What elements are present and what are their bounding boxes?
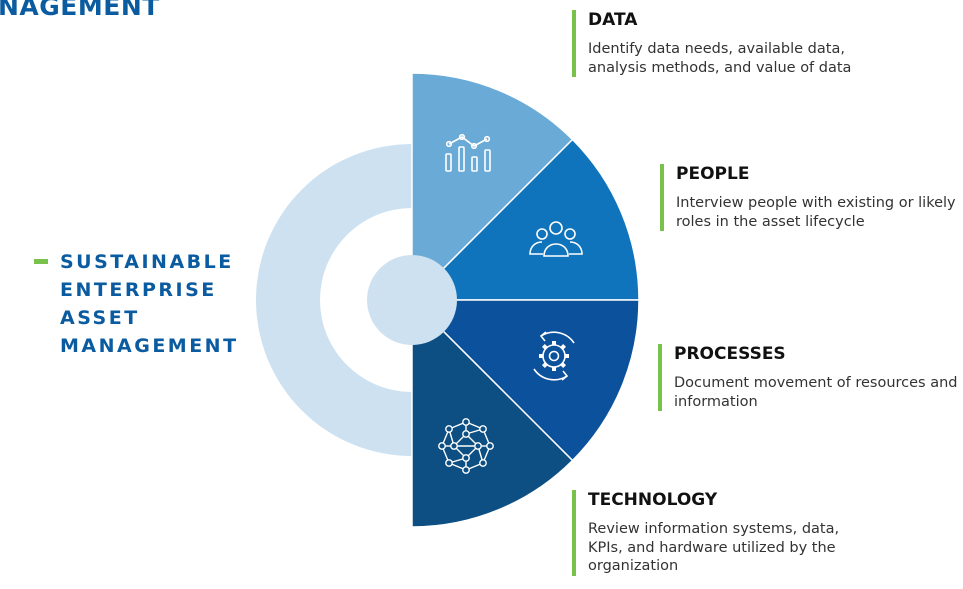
pillar-processes: PROCESSES Document movement of resources…: [658, 344, 963, 411]
pillar-data-title: DATA: [588, 10, 638, 30]
center-hub: [367, 255, 457, 345]
center-label-line-4: MANAGEMENT: [60, 335, 239, 357]
pillar-processes-title: PROCESSES: [674, 344, 786, 364]
segment-technology: [411, 298, 574, 528]
center-label-line-2: ENTERPRISE: [60, 279, 217, 301]
pillar-people-title: PEOPLE: [676, 164, 750, 184]
pillar-data-description: Identify data needs, available data, ana…: [588, 41, 852, 76]
page-title: NAGEMENT: [0, 0, 160, 21]
people-icon: [529, 221, 583, 257]
pillar-processes-description: Document movement of resources and infor…: [674, 375, 958, 410]
center-label-line-3: ASSET: [60, 307, 140, 329]
center-label: SUSTAINABLE ENTERPRISE ASSET MANAGEMENT: [34, 248, 239, 360]
segment-people: [410, 138, 640, 301]
center-label-line-1: SUSTAINABLE: [60, 251, 234, 273]
chart-icon: [445, 133, 491, 172]
pillar-data: DATA Identify data needs, available data…: [572, 10, 878, 77]
pillar-technology-description: Review information systems, data, KPIs, …: [588, 521, 840, 574]
gear-cycle-icon: [533, 331, 575, 381]
network-icon: [438, 418, 494, 474]
pillar-technology: TECHNOLOGY Review information systems, d…: [572, 490, 878, 576]
segment-data: [411, 72, 574, 302]
segment-processes: [410, 299, 640, 462]
pillar-people-description: Interview people with existing or likely…: [676, 195, 956, 230]
pillar-people: PEOPLE Interview people with existing or…: [660, 164, 963, 231]
accent-dash: [34, 259, 48, 264]
pillar-technology-title: TECHNOLOGY: [588, 490, 718, 510]
